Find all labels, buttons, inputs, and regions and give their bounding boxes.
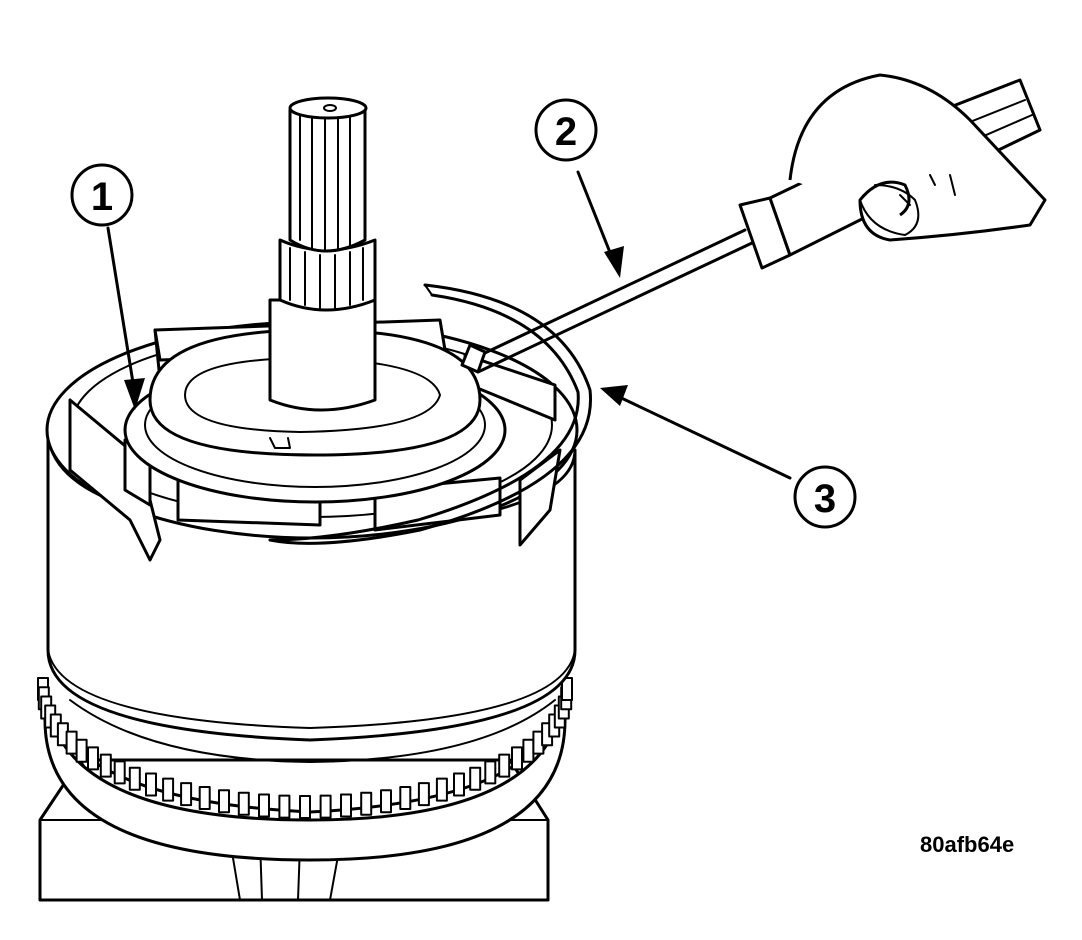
gear-tooth [380,789,392,814]
gear-tooth [128,766,141,791]
gear-tooth [299,795,311,819]
callout-3-label: 3 [814,477,836,521]
gear-tooth [417,782,430,807]
gear-tooth [237,791,250,816]
gear-tooth [511,746,523,771]
gear-tooth [198,786,211,810]
gear-tooth [218,789,230,814]
gear-tooth [484,760,497,785]
gear-tooth [453,772,465,797]
gear-tooth [399,786,412,810]
gear-tooth [113,760,126,785]
gear-tooth [162,777,175,802]
figure-id: 80afb64e [920,832,1015,857]
gear-tooth [340,793,352,818]
callout-2-label: 2 [555,110,577,154]
input-shaft [268,96,377,412]
sprag-gear-ring [37,677,573,862]
callout-1-label: 1 [91,175,113,219]
callout-1: 1 [70,163,145,410]
gear-tooth [469,766,482,791]
gear-tooth [435,777,448,802]
gear-tooth [258,793,270,818]
gear-tooth [75,738,88,763]
hand [788,73,1047,242]
gear-tooth [522,738,535,763]
snap-ring [268,283,593,545]
gear-tooth [180,782,193,807]
callout-2: 2 [534,98,624,278]
gear-tooth [498,753,511,778]
callout-3: 3 [600,385,857,529]
gear-tooth [145,772,157,797]
gear-tooth [65,730,78,755]
gear-tooth [87,746,99,771]
gear-tooth [319,794,332,819]
gear-tooth [278,794,291,819]
gear-tooth [99,753,112,778]
gear-tooth [360,791,373,816]
